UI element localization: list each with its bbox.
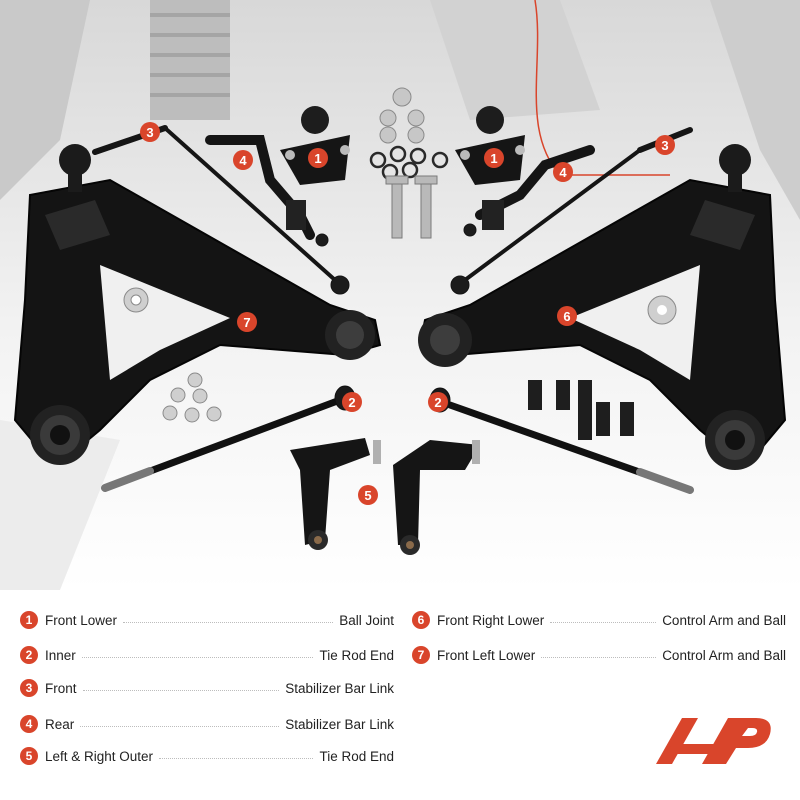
svg-text:1: 1	[314, 151, 321, 166]
badge-ball-joint-left: 1	[308, 148, 328, 168]
legend-part-name: Front Lower	[45, 612, 118, 628]
leader-dots	[541, 656, 657, 658]
svg-text:7: 7	[243, 315, 250, 330]
leader-dots	[80, 725, 280, 727]
svg-text:6: 6	[563, 309, 570, 324]
badge-left-control-arm: 7	[237, 312, 257, 332]
legend-row: 5 Left & Right Outer Tie Rod End	[20, 745, 394, 767]
legend-part-type: Ball Joint	[339, 612, 394, 628]
legend-row: 4 Rear Stabilizer Bar Link	[20, 713, 394, 735]
badge-front-stabilizer-right: 3	[655, 135, 675, 155]
hardware-right-bolts	[528, 295, 677, 440]
badge-right-control-arm: 6	[557, 306, 577, 326]
legend-number: 2	[20, 646, 38, 664]
legend-row: 2 Inner Tie Rod End	[20, 644, 394, 666]
badge-rear-stabilizer-right: 4	[553, 162, 573, 182]
legend-part-name: Front Left Lower	[437, 647, 536, 663]
hardware-left-nuts	[123, 287, 222, 423]
product-illustration: 1 1 2 2 3 3 4 4 5 6 7	[0, 0, 800, 590]
right-control-arm	[418, 144, 787, 470]
hardware-center	[369, 87, 449, 239]
svg-text:1: 1	[490, 151, 497, 166]
svg-text:5: 5	[364, 488, 371, 503]
legend-number: 3	[20, 679, 38, 697]
legend-number: 5	[20, 747, 38, 765]
svg-text:4: 4	[239, 153, 247, 168]
badge-outer-tie-rod-end: 5	[358, 485, 378, 505]
parts-legend: 1 Front Lower Ball Joint 2 Inner Tie Rod…	[0, 600, 800, 800]
legend-part-name: Inner	[45, 647, 76, 663]
svg-text:3: 3	[661, 138, 668, 153]
leader-dots	[82, 689, 280, 691]
outer-tie-rod-end-right	[393, 440, 480, 555]
legend-part-type: Tie Rod End	[319, 748, 394, 764]
rear-stabilizer-link-left	[205, 135, 329, 247]
legend-row: 7 Front Left Lower Control Arm and Ball	[412, 644, 786, 666]
leader-dots	[550, 621, 657, 623]
legend-number: 4	[20, 715, 38, 733]
legend-part-type: Stabilizer Bar Link	[285, 680, 394, 696]
legend-part-name: Front Right Lower	[437, 612, 545, 628]
legend-number: 7	[412, 646, 430, 664]
legend-part-name: Rear	[45, 716, 75, 732]
badge-inner-tie-rod-left: 2	[342, 392, 362, 412]
legend-part-type: Control Arm and Ball	[662, 612, 786, 628]
legend-number: 1	[20, 611, 38, 629]
legend-part-name: Front	[45, 680, 77, 696]
badge-front-stabilizer-left: 3	[140, 122, 160, 142]
legend-part-type: Stabilizer Bar Link	[285, 716, 394, 732]
legend-row: 1 Front Lower Ball Joint	[20, 609, 394, 631]
legend-part-type: Control Arm and Ball	[662, 647, 786, 663]
legend-part-name: Left & Right Outer	[45, 748, 154, 764]
leader-dots	[123, 621, 334, 623]
ap-brand-logo-icon	[648, 708, 778, 768]
svg-text:3: 3	[146, 125, 153, 140]
badge-rear-stabilizer-left: 4	[233, 150, 253, 170]
legend-part-type: Tie Rod End	[319, 647, 394, 663]
badge-ball-joint-right: 1	[484, 148, 504, 168]
svg-text:2: 2	[348, 395, 355, 410]
legend-row: 3 Front Stabilizer Bar Link	[20, 677, 394, 699]
leader-dots	[81, 656, 314, 658]
leader-dots	[159, 757, 314, 759]
rear-stabilizer-link-right	[463, 145, 595, 237]
legend-number: 6	[412, 611, 430, 629]
svg-text:4: 4	[559, 165, 567, 180]
svg-text:2: 2	[434, 395, 441, 410]
legend-row: 6 Front Right Lower Control Arm and Ball	[412, 609, 786, 631]
outer-tie-rod-end-left	[290, 438, 381, 550]
badge-inner-tie-rod-right: 2	[428, 392, 448, 412]
